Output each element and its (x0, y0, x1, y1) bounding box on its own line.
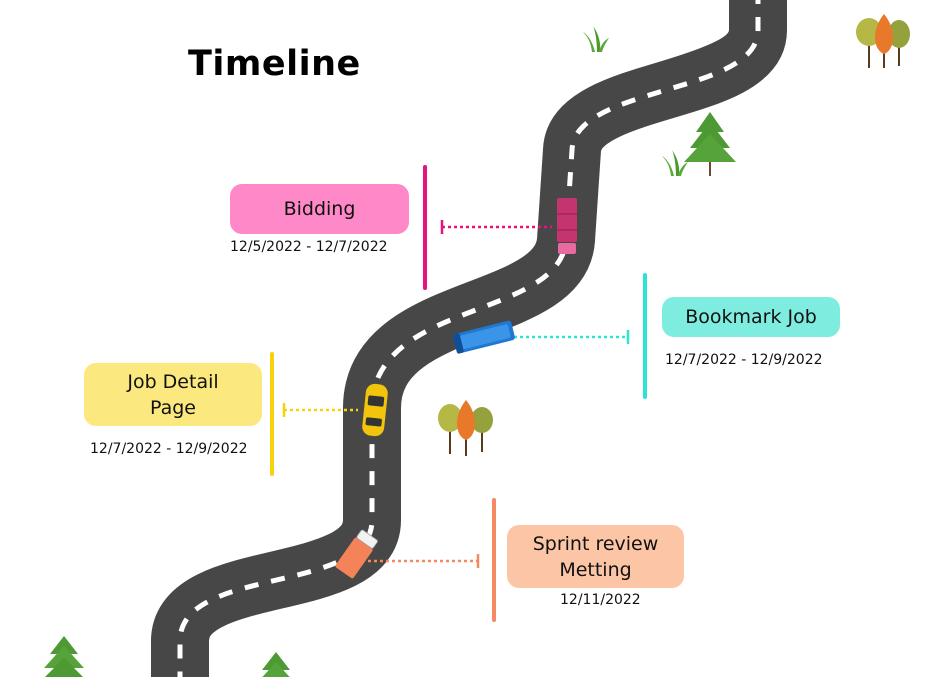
milestone-label-text: Bookmark Job (685, 306, 817, 328)
milestone-label-bookmark-job: Bookmark Job (662, 297, 840, 337)
road-dashes (177, 0, 761, 677)
milestone-bar-job-detail (270, 352, 274, 476)
milestone-label-bidding: Bidding (230, 184, 409, 234)
milestone-bar-bidding (423, 165, 427, 290)
page-title: Timeline (188, 44, 361, 84)
milestone-label-line1: Job Detail (127, 370, 219, 393)
yellow-car-icon (362, 383, 388, 437)
milestone-dates-bookmark-job: 12/7/2022 - 12/9/2022 (665, 352, 823, 368)
milestone-label-text: Bidding (283, 198, 356, 220)
connector-bidding (440, 220, 552, 234)
milestone-label-line2: Metting (559, 558, 632, 581)
autumn-trees-icon (438, 400, 493, 456)
milestone-label-line2: Page (150, 396, 196, 419)
autumn-trees-icon (856, 14, 910, 68)
connector-sprint-review (368, 554, 480, 568)
grass-icon (662, 150, 688, 176)
milestone-dates-job-detail: 12/7/2022 - 12/9/2022 (90, 441, 248, 457)
milestone-label-job-detail: Job Detail Page (84, 363, 262, 426)
orange-truck-icon (335, 529, 378, 579)
milestone-bar-bookmark-job (643, 273, 647, 399)
pine-tree-icon (262, 652, 290, 677)
milestone-label-sprint-review: Sprint review Metting (507, 525, 684, 588)
grass-icon (583, 26, 609, 52)
pine-tree-icon (44, 636, 84, 677)
milestone-bar-sprint-review (492, 498, 496, 622)
pink-truck-icon (557, 198, 577, 254)
milestone-dates-sprint-review: 12/11/2022 (560, 592, 641, 608)
milestone-dates-bidding: 12/5/2022 - 12/7/2022 (230, 239, 388, 255)
connector-job-detail (282, 403, 358, 417)
milestone-label-line1: Sprint review (532, 532, 659, 555)
connector-bookmark (514, 330, 630, 344)
road (151, 0, 787, 677)
blue-bus-icon (452, 320, 515, 354)
pine-tree-icon (684, 112, 736, 176)
